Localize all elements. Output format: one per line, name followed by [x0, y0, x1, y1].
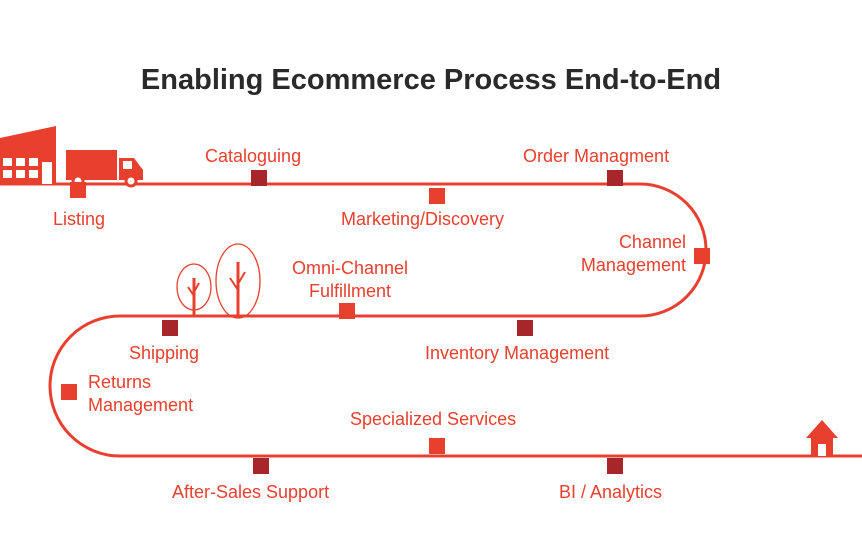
step-label-returns-management: Returns Management	[88, 372, 194, 415]
step-label-omni-channel-fulfillment: Omni-Channel Fulfillment	[291, 258, 409, 301]
marker-listing	[70, 182, 86, 198]
marker-inventory-management	[517, 320, 533, 336]
marker-cataloguing	[251, 170, 267, 186]
marker-bi-analytics	[607, 458, 623, 474]
marker-returns-management	[61, 384, 77, 400]
step-label-after-sales-support: After-Sales Support	[172, 482, 330, 502]
warehouse-icon	[0, 126, 56, 184]
marker-order-managment	[607, 170, 623, 186]
marker-shipping	[162, 320, 178, 336]
home-icon	[806, 420, 838, 456]
marker-marketing-discovery	[429, 188, 445, 204]
truck-icon	[66, 150, 143, 188]
step-label-order-managment: Order Managment	[523, 146, 670, 166]
step-label-specialized-services: Specialized Services	[350, 409, 517, 429]
marker-specialized-services	[429, 438, 445, 454]
step-label-marketing-discovery: Marketing/Discovery	[341, 209, 505, 229]
diagram-title: Enabling Ecommerce Process End-to-End	[140, 64, 722, 96]
tree-icon	[215, 243, 261, 319]
step-label-shipping: Shipping	[129, 343, 200, 363]
step-label-bi-analytics: BI / Analytics	[559, 482, 663, 502]
marker-channel-management	[694, 248, 710, 264]
step-label-channel-management: Channel Management	[580, 232, 686, 275]
step-label-cataloguing: Cataloguing	[205, 146, 302, 166]
marker-after-sales-support	[253, 458, 269, 474]
marker-omni-channel-fulfillment	[339, 303, 355, 319]
process-path	[0, 182, 862, 458]
tree-icon	[176, 263, 212, 316]
step-label-inventory-management: Inventory Management	[425, 343, 610, 363]
step-label-listing: Listing	[53, 209, 106, 229]
